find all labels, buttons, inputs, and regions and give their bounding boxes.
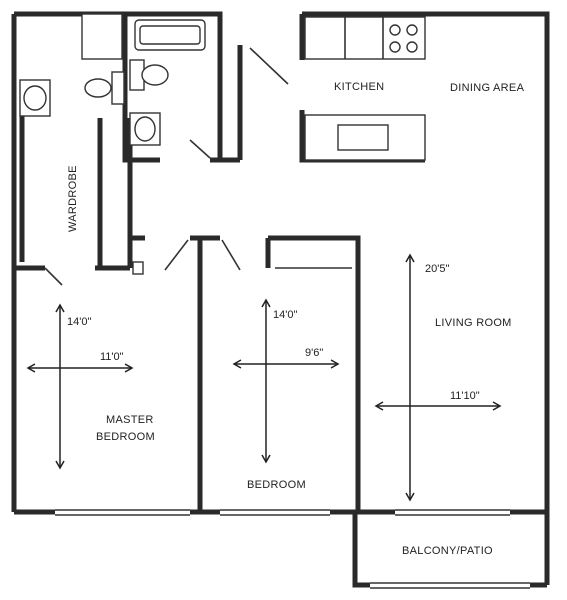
dining-area-label: DINING AREA (450, 82, 525, 94)
dimension-arrows (26, 253, 502, 502)
living-room-label: LIVING ROOM (435, 317, 512, 329)
wardrobe-label: WARDROBE (67, 165, 79, 232)
bathroom-fixtures (19, 13, 206, 275)
vanity-icon (81, 13, 123, 60)
bedroom-label: BEDROOM (247, 479, 306, 491)
living-length-label: 20'5" (425, 263, 449, 275)
master-bedroom-label-line1: MASTER (106, 414, 154, 426)
kitchen-fixtures (304, 16, 426, 161)
living-width-label: 11'10" (450, 390, 480, 402)
kitchen-label: KITCHEN (334, 81, 384, 93)
bedroom-width-label: 9'6" (305, 347, 323, 359)
bedroom-length-label: 14'0" (273, 309, 297, 321)
kitchen-island-icon (304, 114, 426, 161)
master-bedroom-label-line2: BEDROOM (96, 431, 155, 443)
door-swings (44, 47, 352, 286)
kitchen-sink-icon (337, 124, 389, 151)
master-width-label: 11'0" (100, 351, 124, 363)
toilet-2-icon (111, 71, 125, 105)
stove-icon (389, 24, 418, 53)
windows (55, 509, 530, 589)
outer-walls (11, 11, 550, 588)
master-length-label: 14'0" (67, 316, 91, 328)
counter-icon (304, 16, 426, 60)
balcony-label: BALCONY/PATIO (402, 545, 493, 557)
